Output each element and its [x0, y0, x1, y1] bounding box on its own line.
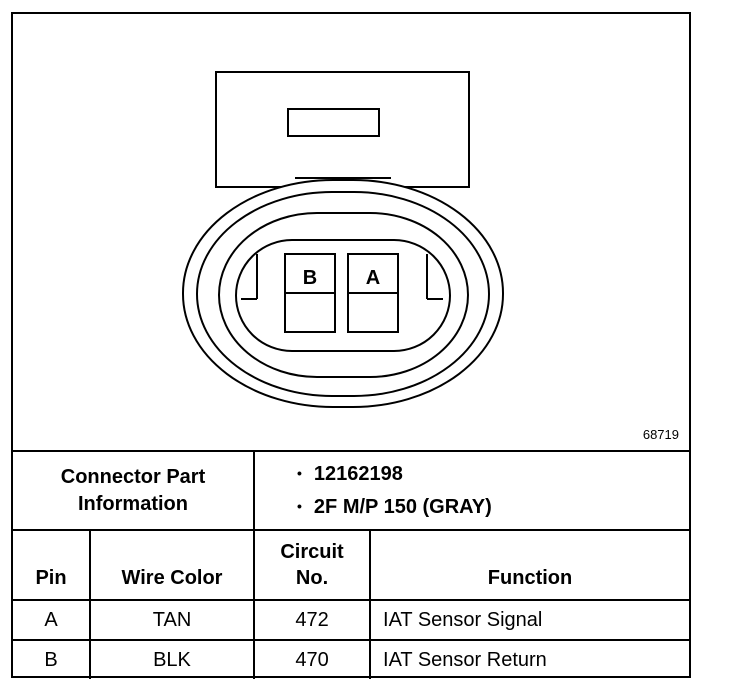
- pin-a-label: A: [366, 267, 380, 289]
- connector-seal-ring: [196, 191, 490, 397]
- row-function: IAT Sensor Signal: [369, 599, 690, 641]
- row-wire-color: BLK: [88, 639, 256, 679]
- row-circuit: 470: [253, 639, 372, 679]
- table-row: A TAN 472 IAT Sensor Signal: [13, 599, 690, 641]
- connector-cavity: [235, 239, 451, 352]
- row-circuit: 472: [253, 599, 372, 641]
- connector-inner-shell: [218, 212, 469, 378]
- connector-latch-slot: [287, 108, 380, 137]
- connector-diagram: B A 68719: [13, 14, 689, 450]
- row-function: IAT Sensor Return: [369, 639, 690, 679]
- header-circuit-no: Circuit No.: [253, 529, 372, 601]
- connector-info-label: Connector Part Information: [13, 450, 256, 531]
- connector-part-number: 12162198: [297, 458, 689, 491]
- header-wire-color: Wire Color: [88, 529, 256, 601]
- row-wire-color: TAN: [88, 599, 256, 641]
- figure-id: 68719: [642, 427, 679, 442]
- row-pin: A: [13, 599, 91, 641]
- connector-latch-housing: [215, 71, 470, 188]
- diagram-frame: B A 68719 Connector Part Information 121…: [11, 12, 691, 679]
- row-pin: B: [13, 639, 91, 679]
- connector-table: Connector Part Information 12162198 2F M…: [13, 450, 690, 679]
- connector-outer-shell: [182, 179, 504, 408]
- header-function: Function: [369, 529, 690, 601]
- connector-info-items: 12162198 2F M/P 150 (GRAY): [253, 450, 690, 531]
- header-pin: Pin: [13, 529, 91, 601]
- connector-description: 2F M/P 150 (GRAY): [297, 491, 689, 524]
- pin-b-label: B: [303, 267, 317, 289]
- connector-drawing: B A: [182, 71, 504, 408]
- table-row: B BLK 470 IAT Sensor Return: [13, 639, 690, 679]
